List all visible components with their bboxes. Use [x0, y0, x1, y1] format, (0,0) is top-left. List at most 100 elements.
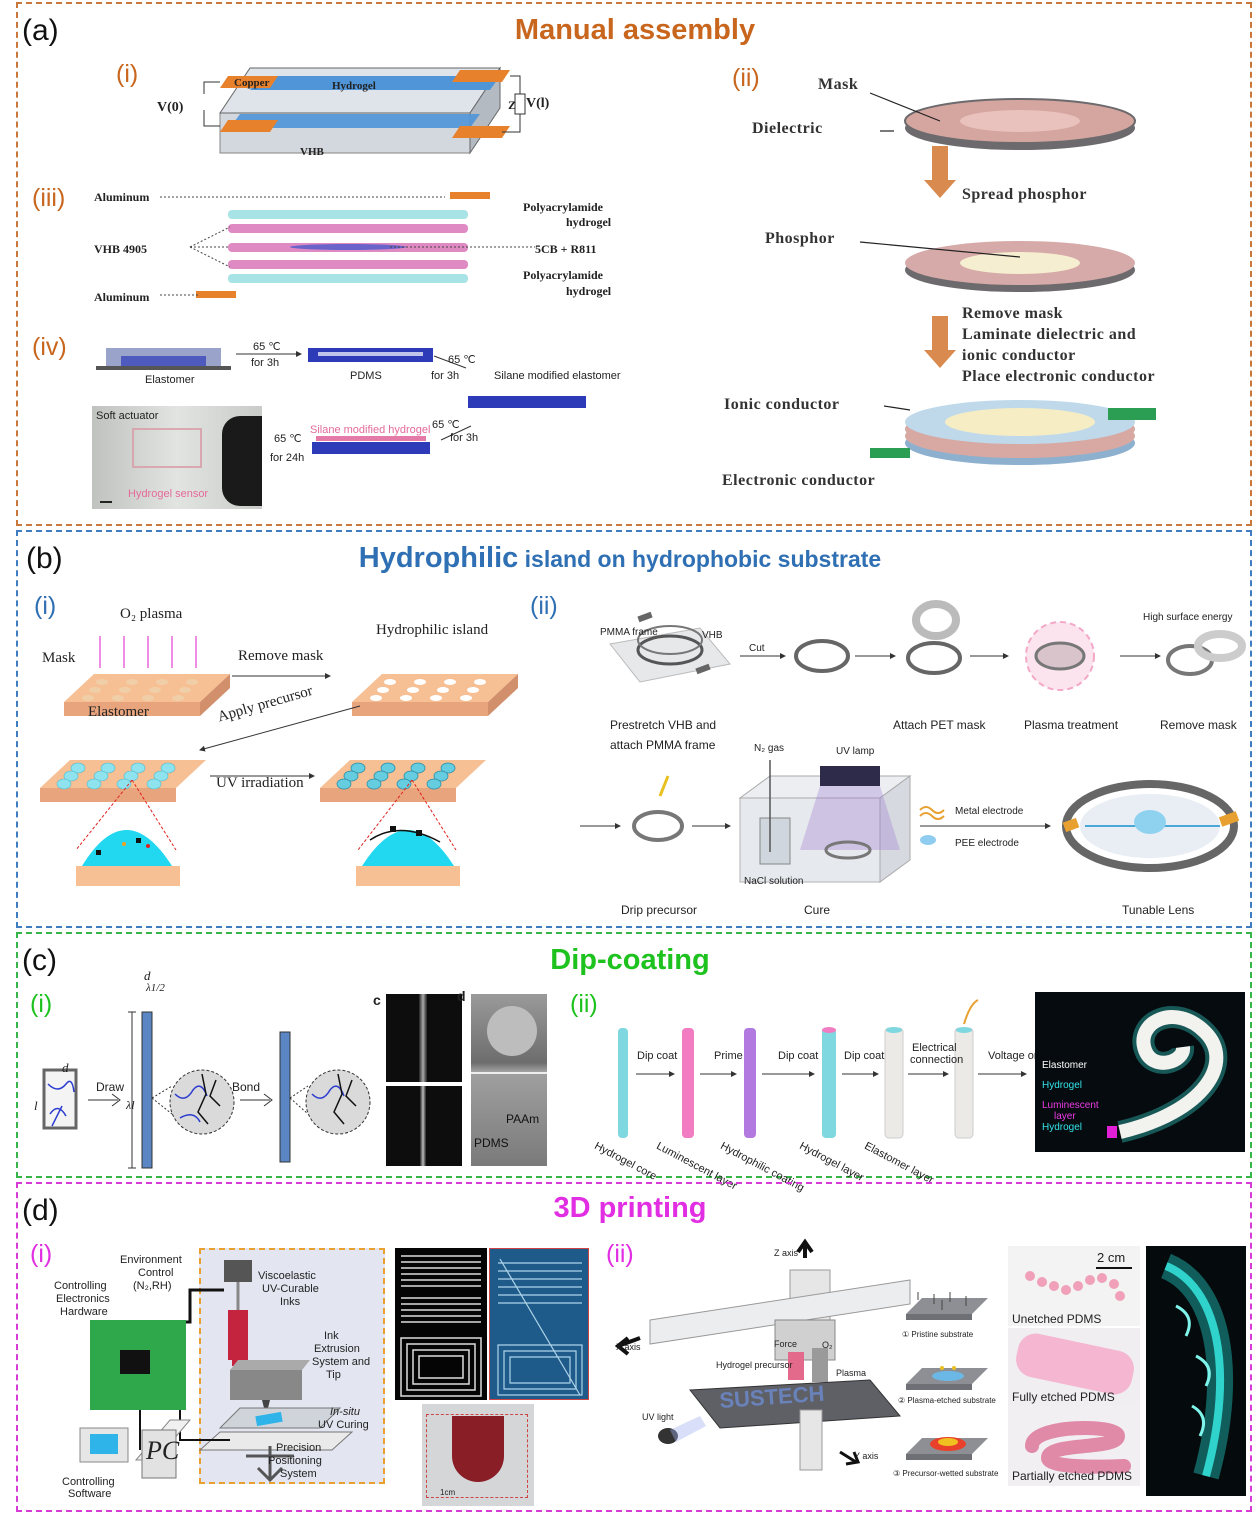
vhb-b-label: VHB	[702, 630, 723, 641]
controlling-sw-1: Controlling	[62, 1476, 115, 1488]
ionic-conductor-label: Ionic conductor	[724, 396, 840, 413]
hydrogel-sensor-label: Hydrogel sensor	[128, 488, 209, 500]
ink-1: Viscoelastic	[258, 1270, 316, 1282]
panel-a	[16, 2, 1252, 526]
hydrogel-precursor-label: Hydrogel precursor	[716, 1360, 793, 1370]
silane-elastomer-label: Silane modified elastomer	[494, 370, 621, 382]
step2-line4: Place electronic conductor	[962, 368, 1156, 385]
panel-c-label: (c)	[22, 944, 57, 977]
aluminum-top-label: Aluminum	[94, 190, 150, 204]
soft-actuator-process-diagram	[96, 348, 586, 454]
iv-time4: for 24h	[270, 452, 305, 464]
plasma-printing-diagram: SUSTECH	[614, 1238, 911, 1471]
micrograph-c-label: c	[373, 992, 381, 1008]
legend-hydrogel-1: Hydrogel	[1042, 1080, 1083, 1091]
pee-electrode-label: PEE electrode	[955, 838, 1019, 849]
substrate-stages-diagram	[906, 1292, 988, 1460]
3d-printer-diagram	[79, 1260, 354, 1483]
step2-line2: Laminate dielectric and	[962, 326, 1137, 343]
step-prime: Prime	[714, 1050, 743, 1062]
iv-temp2: 65 ℃	[448, 354, 476, 366]
panel-b-label: (b)	[26, 542, 63, 575]
elastomer-label: Elastomer	[145, 374, 195, 386]
panel-d-ii-label: (ii)	[606, 1240, 634, 1268]
stage-1-label: ① Pristine substrate	[902, 1330, 974, 1339]
panel-d-label: (d)	[22, 1194, 59, 1227]
iv-temp4: 65 ℃	[274, 433, 302, 445]
panel-a-i-label: (i)	[116, 60, 139, 88]
step-voltage-on: Voltage on	[988, 1050, 1040, 1062]
panel-a-iii-label: (iii)	[32, 184, 66, 212]
legend-luminescent-1: Luminescent	[1042, 1100, 1099, 1111]
legend-elastomer: Elastomer	[1042, 1060, 1088, 1071]
aluminum-bottom-label: Aluminum	[94, 290, 150, 304]
elastomer-b-label: Elastomer	[88, 704, 149, 720]
step-connection: connection	[910, 1054, 964, 1066]
fiber-micrograph-bottom	[386, 1086, 462, 1166]
uv-curing-2: UV Curing	[318, 1419, 369, 1431]
stage-2-label: ② Plasma-etched substrate	[898, 1396, 996, 1405]
o2-label: O₂	[822, 1340, 833, 1350]
liquid-crystal-stack-diagram	[196, 192, 490, 298]
panel-d	[16, 1182, 1252, 1512]
printed-pattern-photo-2	[489, 1248, 589, 1400]
copper-label: Copper	[234, 77, 270, 89]
ext-3: System and	[312, 1356, 371, 1368]
force-label: Force	[774, 1339, 798, 1349]
glowing-fiber-photo	[1035, 992, 1245, 1152]
uv-lamp-label: UV lamp	[836, 746, 875, 757]
drip-precursor-label: Drip precursor	[621, 903, 698, 917]
panel-b	[16, 530, 1252, 928]
phosphor-label: Phosphor	[765, 230, 835, 247]
pdms-c-label: PDMS	[474, 1136, 509, 1150]
control-hw-1: Controlling	[54, 1280, 107, 1292]
paam-bottom-label-2: hydrogel	[566, 284, 612, 298]
scale-2cm-label: 2 cm	[1097, 1250, 1126, 1265]
bond-label: Bond	[232, 1080, 261, 1094]
n2-gas-label: N₂ gas	[754, 743, 785, 754]
a-ii-leaders	[859, 92, 1021, 411]
ink-2: UV-Curable	[262, 1283, 319, 1295]
plasma-label: Plasma	[836, 1368, 867, 1378]
paam-label: PAAm	[506, 1112, 540, 1126]
precision-2: Positioning	[268, 1455, 322, 1467]
env-control-1: Environment	[120, 1254, 182, 1266]
silane-hydrogel-label: Silane modified hydrogel	[310, 424, 431, 436]
z-axis-label: Z axis	[774, 1248, 799, 1258]
legend-luminescent-2: layer	[1054, 1111, 1076, 1122]
controlling-sw-2: Software	[68, 1488, 112, 1500]
tunable-lens-process-diagram	[580, 600, 1246, 883]
ink-3: Inks	[280, 1296, 301, 1308]
c-d-label: d	[62, 1060, 69, 1075]
iv-temp1: 65 ℃	[253, 341, 281, 353]
harvard-shield-photo	[422, 1404, 534, 1506]
remove-mask-b-label: Remove mask	[238, 648, 324, 664]
dip-coating-rods-diagram	[618, 999, 1027, 1139]
panel-c-ii-label: (ii)	[570, 990, 598, 1018]
mask-label: Mask	[818, 76, 859, 93]
ext-1: Ink	[324, 1330, 339, 1342]
fiber-micrograph-top	[386, 994, 462, 1082]
y-axis-label: Y axis	[854, 1451, 879, 1461]
step2-line3: ionic conductor	[962, 347, 1076, 364]
z-label: Z	[508, 98, 517, 112]
iv-time2: for 3h	[431, 370, 460, 382]
high-surface-energy-label: High surface energy	[1143, 612, 1233, 623]
partially-etched-pdms-photo	[1008, 1406, 1140, 1486]
metal-electrode-label: Metal electrode	[955, 806, 1024, 817]
hydrogel-device-diagram	[203, 66, 526, 155]
fiber-drawing-diagram: .	[42, 1011, 371, 1169]
partially-etched-label: Partially etched PDMS	[1012, 1469, 1133, 1483]
panel-c	[16, 932, 1252, 1178]
electronic-conductor-label: Electronic conductor	[722, 472, 876, 489]
unetched-pdms-photo	[1008, 1246, 1140, 1326]
prestretch-label-1: Prestretch VHB and	[610, 718, 717, 732]
panel-a-label: (a)	[22, 14, 59, 47]
step2-line1: Remove mask	[962, 305, 1064, 322]
panel-b-i-label: (i)	[34, 592, 57, 620]
precision-1: Precision	[276, 1442, 322, 1454]
ext-2: Extrusion	[314, 1343, 360, 1355]
panel-b-title-main: Hydrophilic	[358, 542, 519, 574]
uv-irradiation-label: UV irradiation	[216, 775, 304, 791]
panel-b-title: Hydrophilic island on hydrophobic substr…	[300, 542, 940, 575]
